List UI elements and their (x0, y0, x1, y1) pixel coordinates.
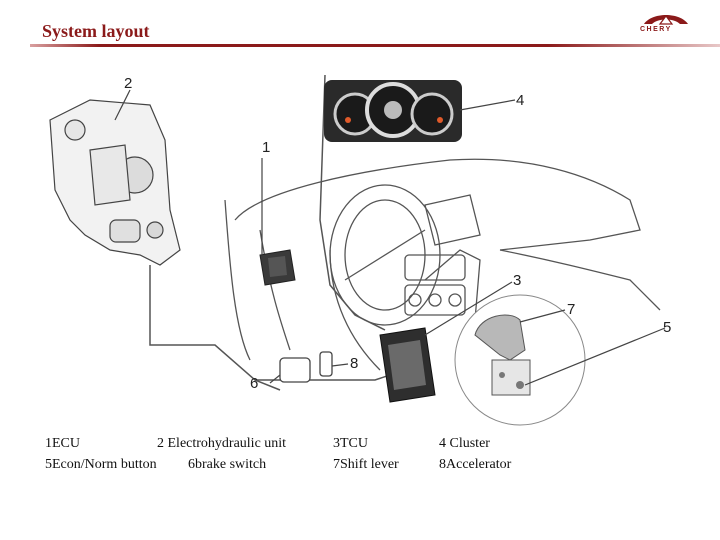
ecu-illustration (259, 249, 296, 286)
tcu-illustration (379, 327, 436, 403)
callout-4: 4 (516, 92, 524, 109)
electrohydraulic-unit-illustration (49, 99, 181, 266)
cluster-illustration (324, 80, 462, 142)
legend-item-shift-lever: 7Shift lever (333, 457, 399, 472)
logo-wordmark: CHERY (640, 26, 672, 33)
callout-6: 6 (250, 375, 258, 392)
title-divider (30, 44, 720, 47)
slide-title: System layout (42, 21, 150, 41)
legend-item-electrohydraulic-unit: 2 Electrohydraulic unit (157, 436, 287, 451)
callout-3: 3 (513, 272, 521, 289)
callout-5: 5 (663, 319, 671, 336)
system-layout-diagram: 1 2 3 4 5 6 7 8 (49, 74, 671, 426)
pedals-illustration (279, 351, 333, 383)
legend-item-tcu: 3TCU (333, 436, 368, 451)
callout-1: 1 (262, 139, 270, 156)
chery-logo (644, 15, 688, 25)
legend-item-econ-norm-button: 5Econ/Norm button (45, 457, 157, 472)
legend-item-ecu: 1ECU (45, 436, 80, 451)
legend-item-brake-switch: 6brake switch (188, 457, 267, 472)
dashboard-outline (224, 158, 661, 371)
callout-8: 8 (350, 355, 358, 372)
callout-2: 2 (124, 75, 132, 92)
legend-item-cluster: 4 Cluster (439, 436, 490, 451)
wiring-harness (149, 74, 406, 391)
callout-leaders (114, 89, 666, 386)
legend-item-accelerator: 8Accelerator (439, 457, 512, 472)
shift-lever-illustration (454, 294, 586, 426)
callout-7: 7 (567, 301, 575, 318)
